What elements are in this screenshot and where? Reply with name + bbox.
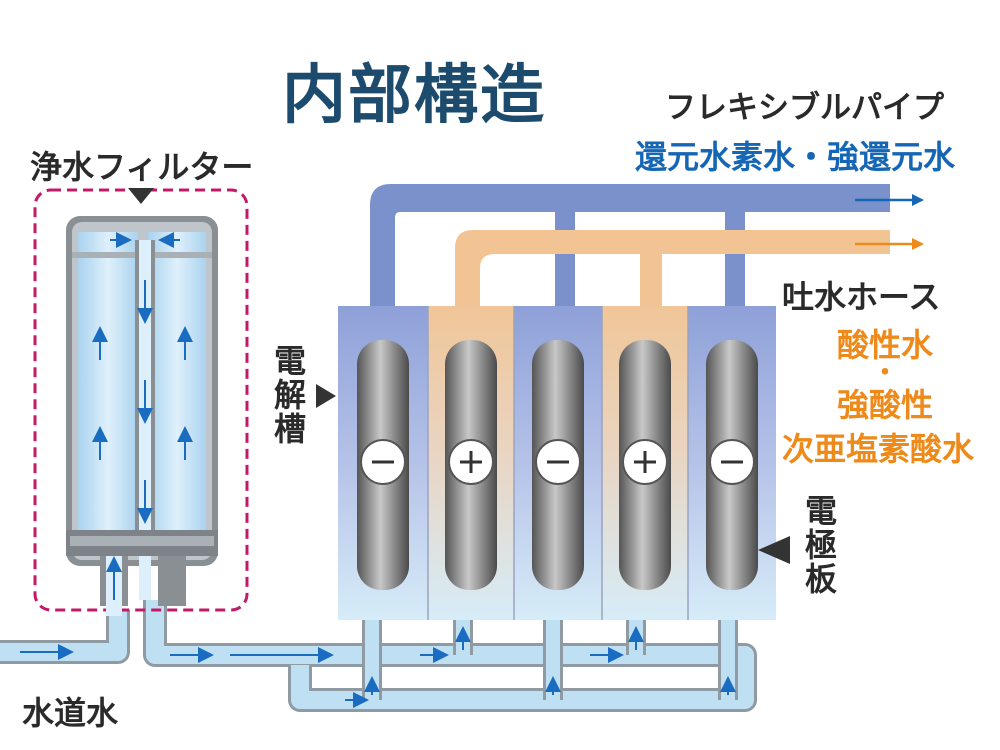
electrode-plate-label: 電極板	[800, 494, 838, 596]
filter-flow-arrows	[92, 232, 193, 600]
acid-water-label-line1: 酸性水	[836, 326, 933, 364]
reduced-water-label: 還元水素水・強還元水	[635, 138, 956, 176]
acid-water-label-line3: 次亜塩素酸水	[782, 430, 975, 468]
acid-water-label-line2: 強酸性	[836, 386, 933, 424]
acid-water-label-dot: ・	[871, 358, 898, 388]
spout-hose-acidic	[455, 230, 890, 310]
flexible-pipe-label: フレキシブルパイプ	[665, 90, 944, 126]
flexible-pipe-reduced	[370, 184, 890, 310]
electrolysis-tank-label: 電解槽	[269, 344, 307, 446]
filter-label: 浄水フィルター	[30, 148, 254, 186]
electrode-plates	[357, 340, 758, 590]
water-flow-arrows	[20, 626, 736, 708]
spout-hose-label: 吐水ホース	[782, 278, 941, 316]
tap-water-label: 水道水	[22, 694, 119, 732]
outlet-arrows	[855, 194, 924, 250]
pointer-triangle-icon	[758, 536, 790, 564]
pointer-triangles	[128, 188, 790, 564]
pointer-triangle-icon	[128, 188, 154, 204]
page-title: 内部構造	[282, 58, 546, 133]
pointer-triangle-icon	[316, 384, 336, 408]
filter-cartridge	[66, 216, 218, 616]
